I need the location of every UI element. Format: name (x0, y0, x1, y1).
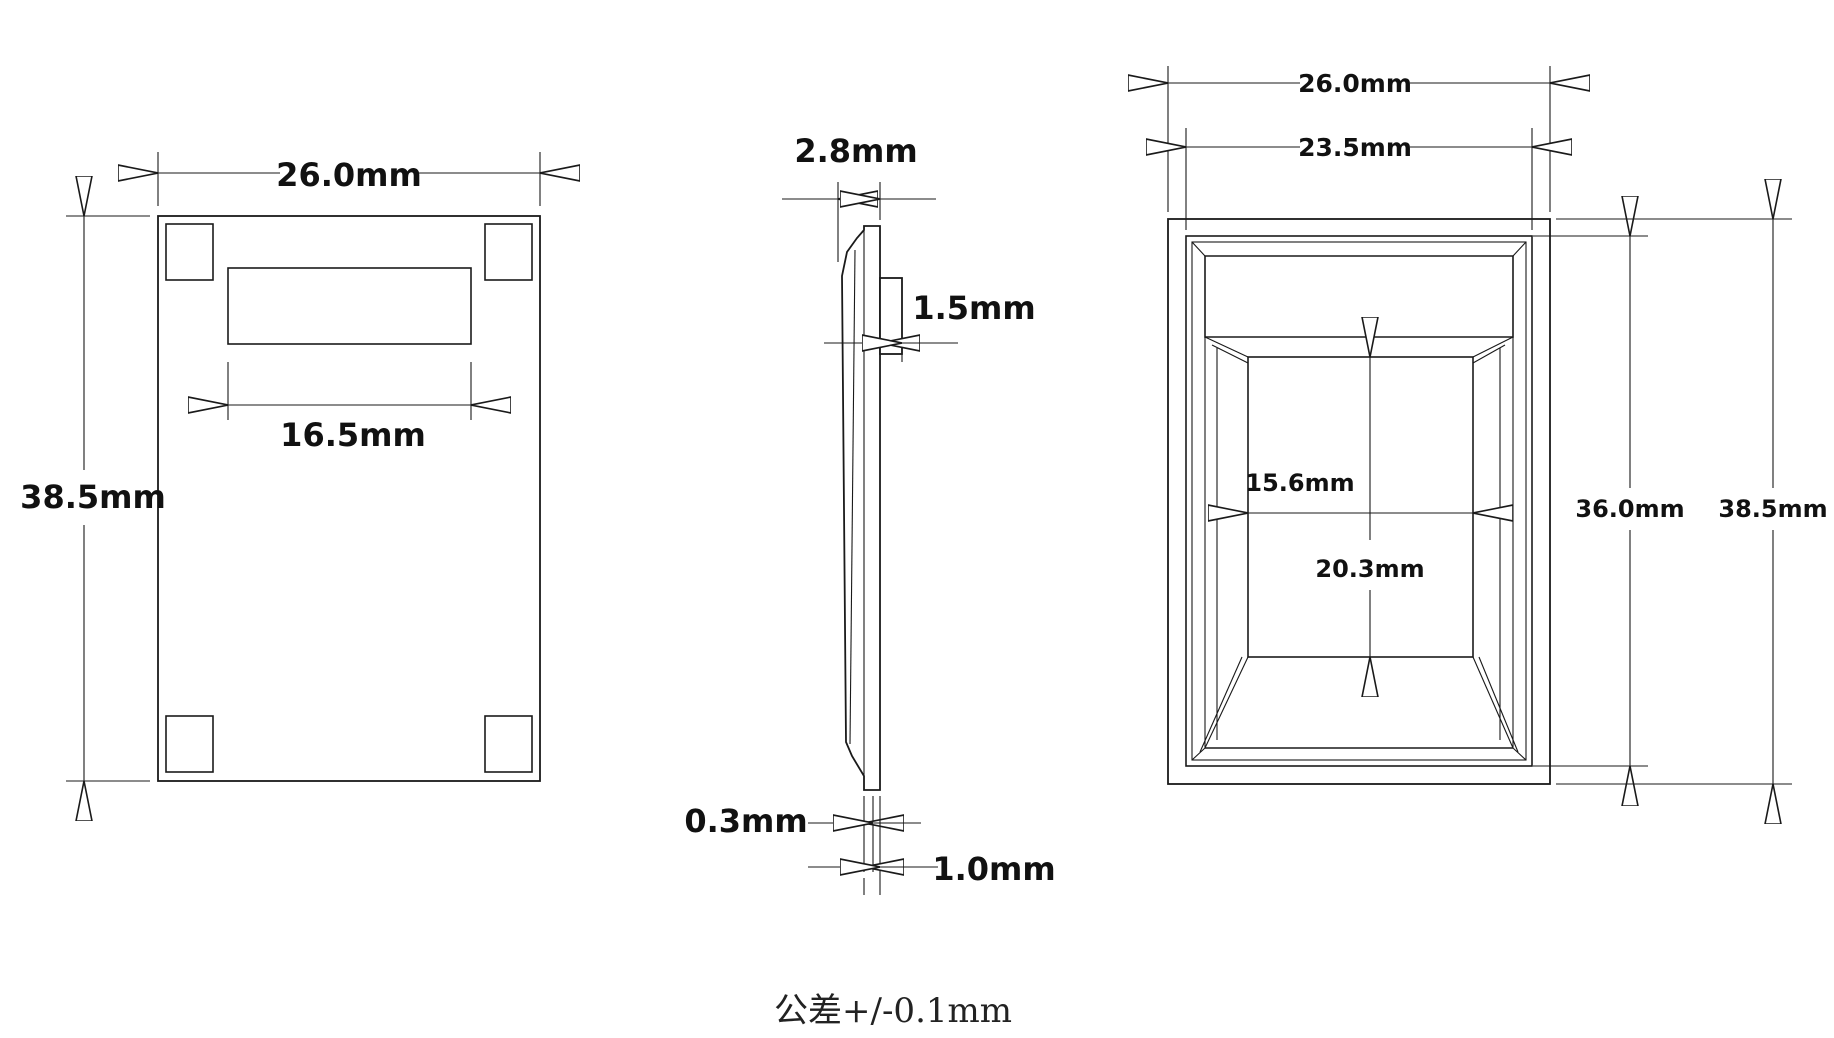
side-thickness-dimension: 2.8mm (782, 132, 936, 262)
window-height-label: 20.3mm (1315, 555, 1424, 583)
corner-pad-top-right (484, 223, 533, 281)
front-width-label: 26.0mm (276, 156, 422, 194)
component-height-dimension: 1.5mm (824, 289, 1036, 362)
back-outer-frame (1167, 218, 1551, 785)
back-inner-width-dimension: 23.5mm (1186, 128, 1532, 230)
back-inner-height-dimension: 36.0mm (1533, 236, 1685, 766)
back-inner-width-label: 23.5mm (1298, 133, 1412, 162)
front-board-outline (157, 215, 541, 782)
window-height-dimension: 20.3mm (1315, 357, 1425, 657)
side-view: 2.8mm 1.5mm 0.3mm 1.0mm (684, 132, 1056, 895)
connector-slot (227, 267, 472, 345)
front-width-dimension: 26.0mm (158, 152, 540, 206)
window-width-dimension: 15.6mm (1245, 469, 1473, 513)
back-view: 26.0mm 23.5mm 15.6mm 20.3mm 36.0mm (1168, 66, 1828, 784)
edge-thickness-label: 0.3mm (684, 802, 807, 840)
back-outer-height-dimension: 38.5mm (1556, 219, 1828, 784)
back-inner-frame (1185, 235, 1533, 767)
back-outer-height-label: 38.5mm (1718, 495, 1827, 523)
front-height-label: 38.5mm (20, 478, 166, 516)
back-outer-width-dimension: 26.0mm (1168, 66, 1550, 212)
back-inner-height-label: 36.0mm (1575, 495, 1684, 523)
tolerance-note: 公差+/-0.1mm (774, 991, 1012, 1031)
component-height-label: 1.5mm (912, 289, 1035, 327)
edge-thickness-dimension: 0.3mm (684, 796, 921, 872)
front-height-dimension: 38.5mm (20, 216, 166, 781)
corner-pad-top-left (165, 223, 214, 281)
back-outer-width-label: 26.0mm (1298, 69, 1412, 98)
front-view: 26.0mm 38.5mm 16.5mm (20, 152, 540, 781)
side-profile (841, 225, 881, 791)
slot-width-label: 16.5mm (280, 416, 426, 454)
side-component (879, 277, 903, 355)
window-width-label: 15.6mm (1245, 469, 1354, 497)
side-thickness-label: 2.8mm (794, 132, 917, 170)
plate-thickness-dimension: 1.0mm (808, 796, 1056, 895)
plate-thickness-label: 1.0mm (932, 850, 1055, 888)
slot-width-dimension: 16.5mm (228, 362, 471, 454)
corner-pad-bottom-left (165, 715, 214, 773)
corner-pad-bottom-right (484, 715, 533, 773)
